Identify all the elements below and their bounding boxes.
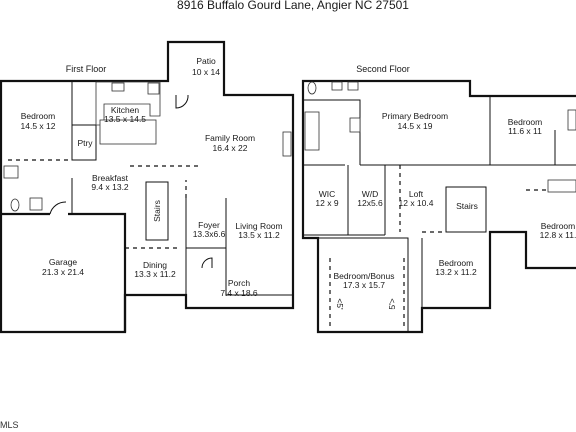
first-floor-label: First Floor [66,64,107,74]
garage-name: Garage [49,257,78,267]
loft-dims: 12 x 10.4 [399,198,434,208]
bedroom-c-dims: 13.2 x 11.2 [435,267,477,277]
bonus-name: Bedroom/Bonus [334,271,395,281]
breakfast-name: Breakfast [92,173,129,183]
fireplace [282,131,292,157]
dining-dims: 13.3 x 11.2 [134,269,176,279]
plan-title: 8916 Buffalo Gourd Lane, Angier NC 27501 [177,0,409,12]
bedroom-a-name: Bedroom [508,117,543,127]
mls-watermark: MLS [0,420,19,430]
family-name: Family Room [205,133,255,143]
living-dims: 13.5 x 11.2 [238,230,280,240]
bedroom-a-dims: 11.6 x 11 [508,126,542,136]
sink [29,197,43,211]
closet-right [547,179,576,193]
garage-dims: 21.3 x 21.4 [42,267,84,277]
loft-name: Loft [409,189,424,199]
kitchen-name: Kitchen [111,105,140,115]
second-floor: Second Floor Primary Bedroom 14.5 x 19 B… [301,64,576,334]
second-floor-label: Second Floor [356,64,410,74]
second-floor-stairs [445,186,487,233]
wic-wall [303,165,386,236]
toilet [10,198,20,212]
bedroom-dims: 14.5 x 12 [21,121,56,131]
garage-wall [1,212,127,332]
dining-name: Dining [143,260,167,270]
first-floor-stairs [145,181,169,241]
first-floor: First Floor Patio 10 x 14 Bedroom [0,40,295,334]
toilet-upper [307,81,317,95]
second-floor-openings [399,165,548,233]
porch-dims: 7.4 x 18.6 [220,288,258,298]
family-dims: 16.4 x 22 [213,143,248,153]
patio-dims: 10 x 14 [192,67,220,77]
wd-name: W/D [362,189,379,199]
wic-dims: 12 x 9 [315,198,338,208]
primary-bedroom-wall [360,96,576,166]
second-floor-outline [301,79,576,334]
primary-name: Primary Bedroom [382,111,448,121]
wic-name: WIC [319,189,336,199]
closet-right-2 [567,109,576,131]
low-ceiling-right-label: 5'> [387,298,397,309]
bedroom-c-name: Bedroom [439,258,474,268]
porch-door [201,257,213,269]
foyer-dims: 13.3x6.6 [193,229,226,239]
primary-dims: 14.5 x 19 [398,121,433,131]
bedroom-name: Bedroom [21,111,56,121]
porch-name: Porch [228,278,250,288]
patio-door [175,94,189,109]
stairs-name: Stairs [152,200,162,222]
stairs-upper-name: Stairs [456,201,478,211]
vanity-sink-1 [331,81,343,91]
bedroom-b-name: Bedroom [541,221,576,231]
breakfast-dims: 9.4 x 13.2 [91,182,129,192]
kitchen-range [147,82,160,95]
kitchen-dims: 13.5 x 14.5 [104,114,146,124]
pantry-name: Ptry [77,138,93,148]
kitchen-sink [111,82,125,92]
primary-bath-wall [303,99,361,166]
bonus-dims: 17.3 x 15.7 [343,280,385,290]
wd-dims: 12x5.6 [357,198,383,208]
bathtub [304,111,320,151]
vanity-sink-2 [347,81,359,91]
vanity-sink-3 [349,117,361,133]
kitchen-island [99,119,157,145]
bonus-room-wall [318,237,423,332]
patio-name: Patio [196,56,216,66]
low-ceiling-left-label: <5' [335,298,345,310]
laundry-unit [3,165,19,179]
pantry-closet [71,124,97,161]
foyer-walls [185,198,293,296]
living-name: Living Room [235,221,282,231]
first-floor-openings [8,159,200,249]
foyer-name: Foyer [198,220,220,230]
garage-door-swing [49,201,67,215]
bedroom-b-dims: 12.8 x 11. [540,230,576,240]
